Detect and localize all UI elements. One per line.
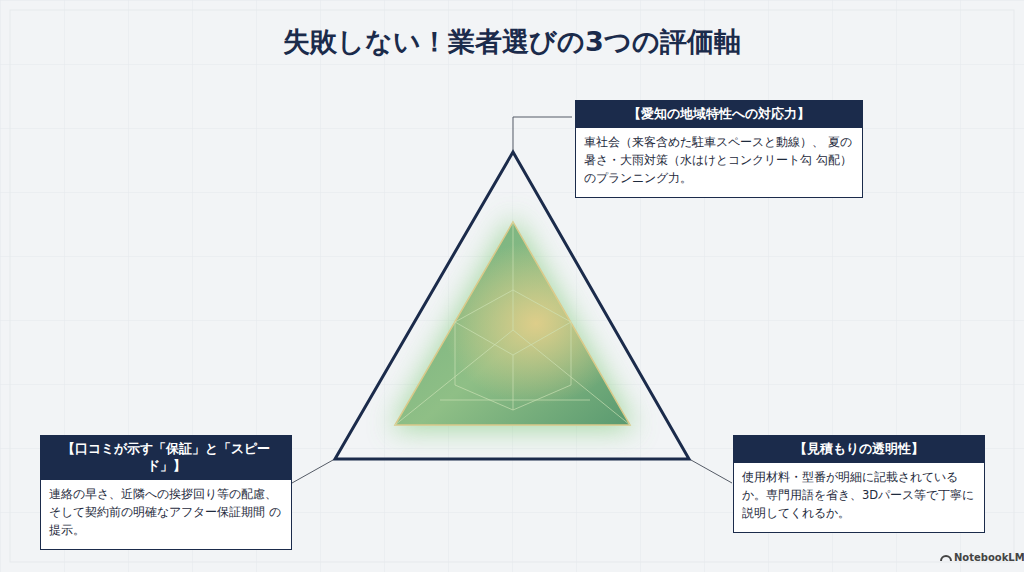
watermark: NotebookLM bbox=[954, 552, 1024, 563]
callout-box: 【口コミが示す「保証」と「スピード」】連絡の早さ、近隣への挨拶回り等の配慮、 そ… bbox=[40, 435, 292, 550]
watermark-icon bbox=[941, 556, 951, 561]
callout-box: 【愛知の地域特性への対応力】車社会（来客含めた駐車スペースと動線）、 夏の暑さ・… bbox=[575, 100, 863, 198]
callout-body: 連絡の早さ、近隣への挨拶回り等の配慮、 そして契約前の明確なアフター保証期間 の… bbox=[41, 480, 291, 546]
facets bbox=[395, 222, 630, 425]
callout-box: 【見積もりの透明性】使用材料・型番が明細に記載されている か。専門用語を省き、3… bbox=[733, 435, 985, 533]
highlight bbox=[395, 222, 630, 425]
callout-heading: 【口コミが示す「保証」と「スピード」】 bbox=[41, 436, 291, 480]
inner-triangle bbox=[395, 222, 630, 425]
callout-heading: 【見積もりの透明性】 bbox=[734, 436, 984, 463]
frame bbox=[10, 10, 1014, 562]
callout-heading: 【愛知の地域特性への対応力】 bbox=[576, 101, 862, 128]
title: 失敗しない！業者選びの3つの評価軸 bbox=[0, 24, 1024, 60]
glow bbox=[390, 215, 636, 430]
outer-triangle bbox=[335, 152, 689, 459]
callout-body: 使用材料・型番が明細に記載されている か。専門用語を省き、3Dパース等で丁寧に … bbox=[734, 463, 984, 529]
callout-body: 車社会（来客含めた駐車スペースと動線）、 夏の暑さ・大雨対策（水はけとコンクリー… bbox=[576, 128, 862, 194]
